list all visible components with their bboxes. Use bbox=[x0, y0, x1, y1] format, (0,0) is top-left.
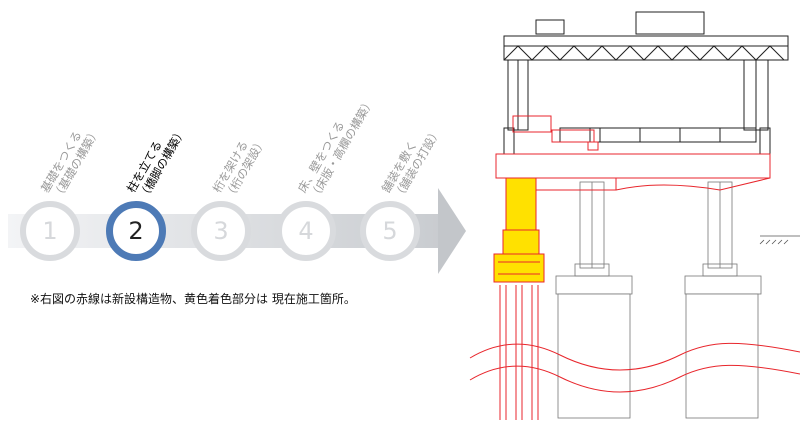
current-work-pier bbox=[493, 177, 545, 283]
step-4-number: 4 bbox=[298, 217, 314, 245]
step-3-circle[interactable]: 3 bbox=[191, 201, 251, 261]
step-1-number: 1 bbox=[42, 217, 58, 245]
process-arrow-head bbox=[438, 188, 466, 274]
step-1-circle[interactable]: 1 bbox=[20, 201, 80, 261]
erection-gantry bbox=[503, 11, 789, 155]
step-5-circle[interactable]: 5 bbox=[360, 201, 420, 261]
step-2-circle[interactable]: 2 bbox=[106, 201, 166, 261]
ground-line bbox=[759, 235, 800, 245]
step-2-number: 2 bbox=[128, 217, 144, 245]
new-structure bbox=[469, 115, 800, 420]
step-3-number: 3 bbox=[213, 217, 229, 245]
existing-piers bbox=[555, 181, 762, 419]
legend-note: ※右図の赤線は新設構造物、黄色着色部分は 現在施工箇所。 bbox=[30, 292, 356, 306]
step-5-number: 5 bbox=[382, 217, 398, 245]
step-4-circle[interactable]: 4 bbox=[276, 201, 336, 261]
